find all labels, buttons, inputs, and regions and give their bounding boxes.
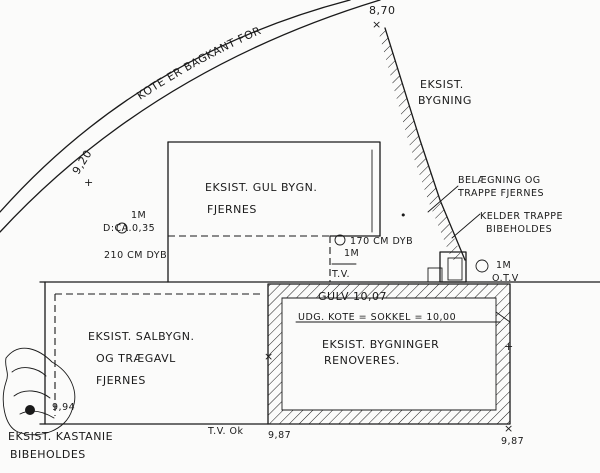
- pit-mid-label-1: 170 CM DYB: [350, 236, 413, 247]
- level-top-cross: ×: [372, 18, 382, 31]
- existing-building-label-2: BYGNING: [418, 94, 472, 107]
- level-bottom-mid: 9,87: [268, 430, 291, 441]
- chestnut-label-2: BIBEHOLDES: [10, 448, 86, 461]
- cellar-label-2: BIBEHOLDES: [486, 224, 552, 235]
- floor-level-label: GULV 10,07: [318, 290, 387, 303]
- hall-label-3: FJERNES: [96, 374, 146, 387]
- pit-right-label-2: O.T.V: [492, 273, 519, 284]
- existing-building-wedge: [378, 27, 466, 261]
- yellow-building-outline: [167, 141, 381, 283]
- cellar-label-1: KELDER TRAPPE: [480, 211, 563, 222]
- hall-label-1: EKSIST. SALBYGN.: [88, 330, 195, 343]
- right-edge-mark: +: [504, 340, 514, 353]
- pit-left-label-1: 1M: [131, 210, 146, 221]
- tv-bottom-label: T.V. Ok: [207, 426, 244, 437]
- curve-label: KOTE ER BAGKANT FOR: [135, 24, 264, 102]
- level-left-cross: +: [84, 176, 94, 189]
- tree-level-label: 9,94: [52, 402, 75, 413]
- outdoor-level-label: UDG. KOTE = SOKKEL = 10,00: [298, 312, 456, 323]
- level-left-label: 9,20: [70, 147, 95, 176]
- chestnut-tree: [2, 347, 76, 436]
- level-bottom-right: 9,87: [501, 436, 524, 447]
- pit-left-label-3: 210 CM DYB: [104, 250, 167, 261]
- paving-label-2: TRAPPE FJERNES: [457, 188, 544, 199]
- renovate-label-2: RENOVERES.: [324, 354, 400, 367]
- paving-label-1: BELÆGNING OG: [458, 175, 541, 186]
- pit-left-circle: [116, 222, 128, 234]
- level-top-label: 8,70: [369, 4, 396, 17]
- hall-cross: ×: [264, 350, 274, 363]
- pit-right-label-1: 1M: [496, 260, 511, 271]
- renovated-building: [267, 283, 511, 425]
- chestnut-label-1: EKSIST. KASTANIE: [8, 430, 113, 443]
- hall-building-outline: [39, 281, 269, 425]
- yellow-building-label-1: EKSIST. GUL BYGN.: [205, 181, 317, 194]
- paving-point: •: [400, 209, 407, 222]
- hall-label-2: OG TRÆGAVL: [96, 352, 176, 365]
- pit-left-label-2: D:CA.0,35: [103, 223, 155, 234]
- property-boundary-curve: [0, 0, 381, 233]
- pit-right-circle: [475, 259, 489, 273]
- existing-building-label-1: EKSIST.: [420, 78, 464, 91]
- pit-mid-circle: [334, 234, 346, 246]
- tv-mid-label: T.V.: [331, 269, 350, 280]
- yellow-building-label-2: FJERNES: [207, 203, 257, 216]
- renovate-label-1: EKSIST. BYGNINGER: [322, 338, 439, 351]
- level-bottom-cross: ×: [504, 422, 514, 435]
- pit-mid-label-2: 1M: [344, 248, 359, 259]
